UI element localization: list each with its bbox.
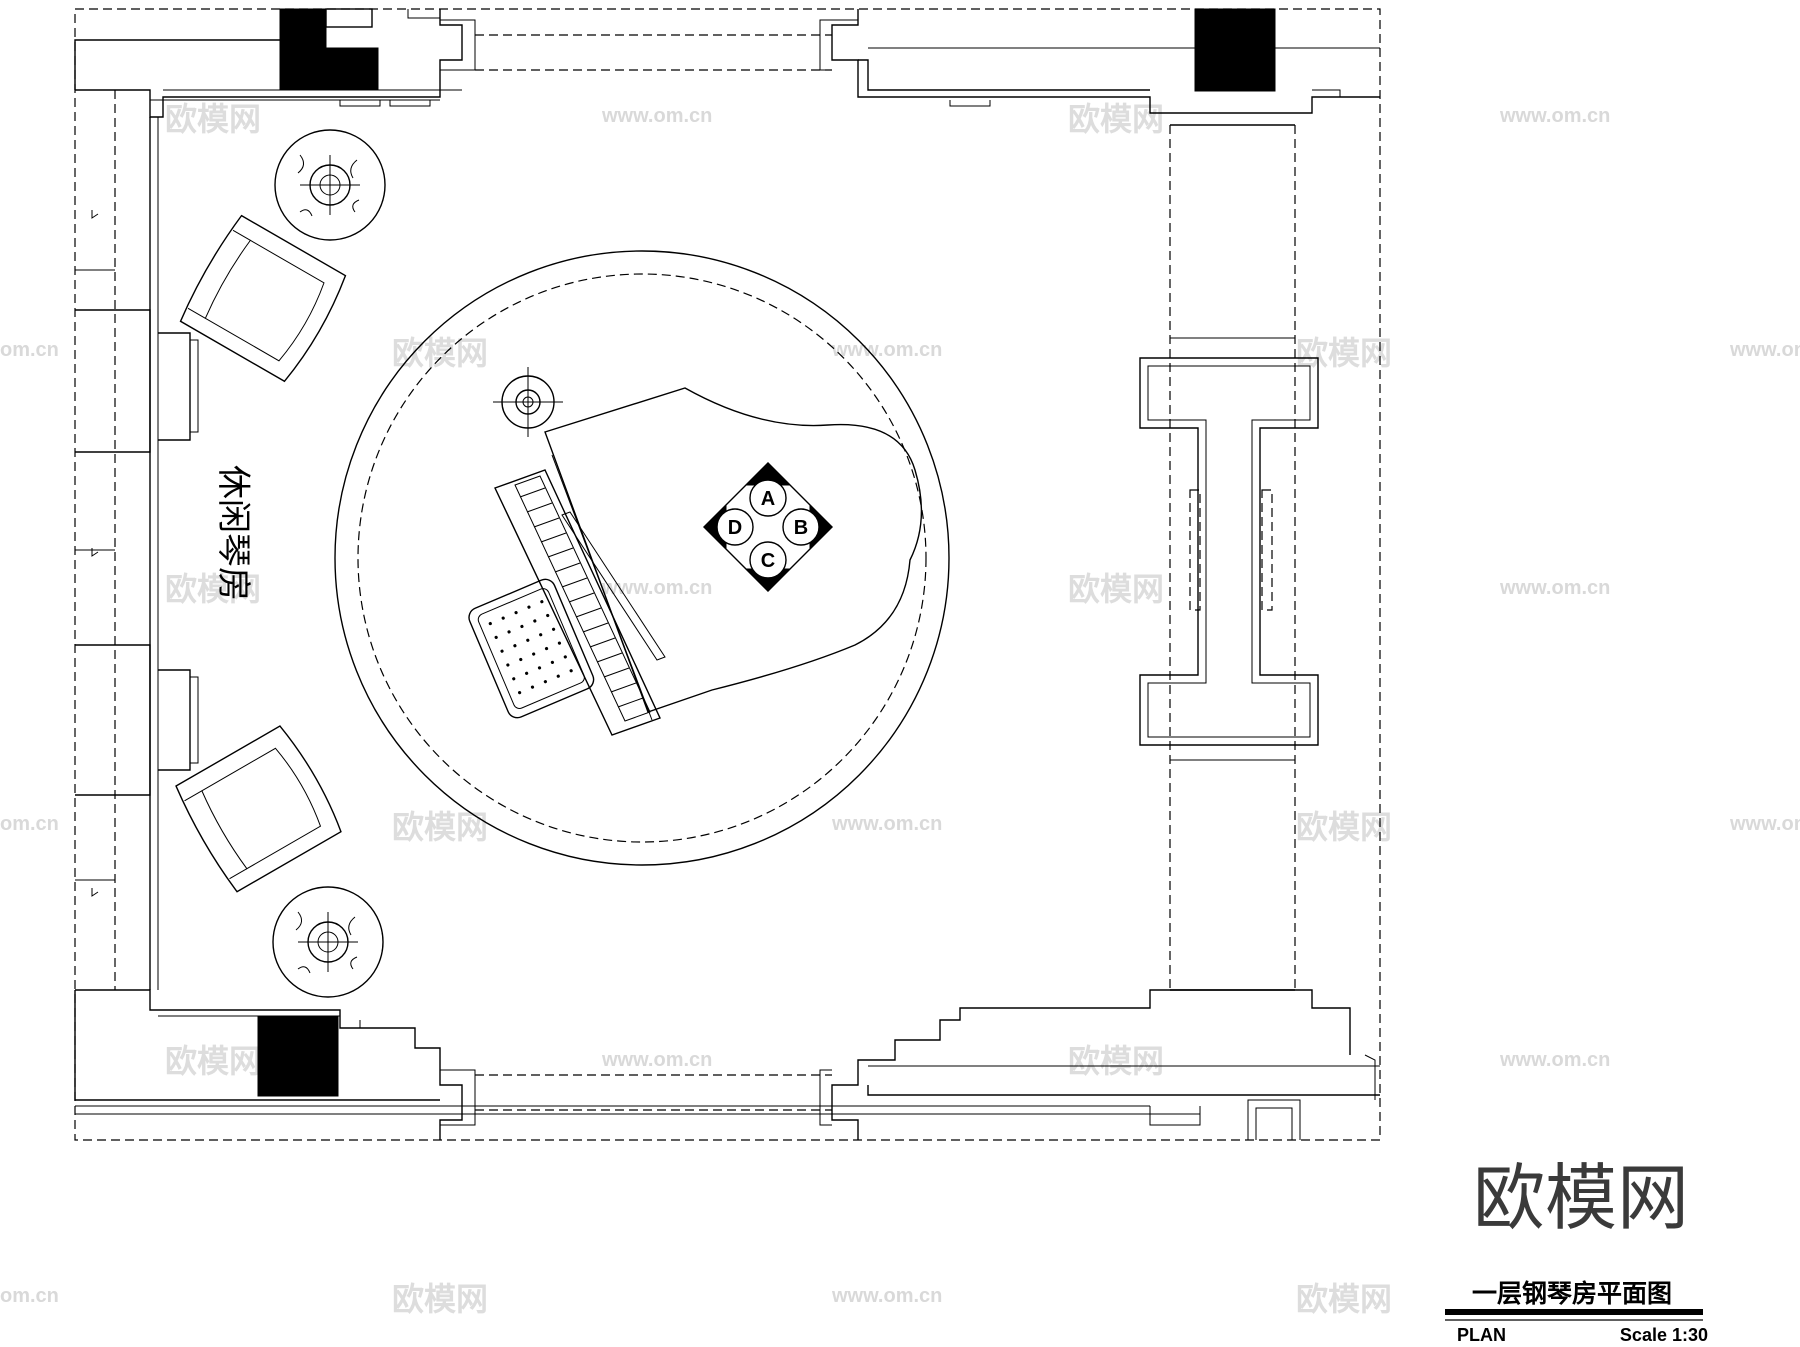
watermark-url: om.cn	[0, 813, 59, 835]
piano-bench	[468, 578, 595, 719]
section-bubble-b: B	[794, 517, 808, 539]
watermark-logo: 欧模网	[165, 570, 261, 608]
left-wall	[75, 90, 199, 990]
watermark-url: www.om.cn	[601, 577, 712, 599]
watermark-url: www.om.cn	[1729, 813, 1800, 835]
section-bubble-c: C	[761, 550, 775, 572]
drawing-plan-label: PLAN	[1457, 1325, 1506, 1345]
watermark-url: www.om.cn	[831, 339, 942, 361]
watermark-logo: 欧模网	[392, 334, 488, 372]
column-top-left	[279, 8, 379, 91]
watermark-logo: 欧模网	[392, 808, 488, 846]
watermark-logo: 欧模网	[165, 1042, 261, 1080]
grand-piano	[494, 387, 923, 736]
watermark-url: www.om.cn	[1499, 105, 1610, 127]
watermark-logo: 欧模网	[1296, 334, 1392, 372]
armchair-bottom	[175, 725, 342, 893]
section-bubble-d: D	[728, 517, 742, 539]
floor-lamp	[493, 367, 563, 437]
watermark-url: www.om.cn	[1499, 1049, 1610, 1071]
watermark-logo: 欧模网	[1068, 1042, 1164, 1080]
watermark-url: om.cn	[0, 1285, 59, 1307]
top-wall	[74, 8, 1380, 118]
brand-logo: 欧模网	[1473, 1156, 1689, 1240]
armchair-top	[179, 214, 347, 383]
watermark-url: www.om.cn	[601, 1049, 712, 1071]
side-table-top	[274, 129, 386, 241]
watermark-logo: 欧模网	[165, 100, 261, 138]
watermark-logo: 欧模网	[1068, 570, 1164, 608]
section-index-marker: A B C D	[703, 462, 833, 592]
drawing-scale: Scale 1:30	[1620, 1325, 1708, 1345]
drawing-title: 一层钢琴房平面图	[1472, 1279, 1672, 1308]
watermark-url: om.cn	[0, 339, 59, 361]
watermark-url: www.om.cn	[831, 813, 942, 835]
watermark-logo: 欧模网	[1296, 1280, 1392, 1318]
watermark-url: www.om.cn	[1729, 339, 1800, 361]
outer-boundary-dashed	[74, 8, 1381, 1141]
watermark-logo: 欧模网	[392, 1280, 488, 1318]
watermark-layer: www.om.cn www.om.cn www.om.cn www.om.cn …	[0, 100, 1800, 1318]
watermark-url: www.om.cn	[831, 1285, 942, 1307]
title-block: 一层钢琴房平面图 PLAN Scale 1:30	[1445, 1279, 1708, 1345]
piano-keyboard	[494, 469, 661, 736]
room-label: 休闲琴房	[213, 465, 253, 601]
round-rug	[334, 250, 950, 866]
column-top-right	[1194, 8, 1276, 92]
right-partition	[1139, 124, 1319, 991]
column-bottom-left	[257, 1015, 339, 1097]
watermark-url: www.om.cn	[1499, 577, 1610, 599]
watermark-logo: 欧模网	[1068, 100, 1164, 138]
side-table-bottom	[272, 886, 384, 998]
round-rug-inner-border	[357, 273, 927, 843]
section-bubble-a: A	[761, 488, 775, 510]
bottom-wall	[74, 989, 1380, 1140]
watermark-url: www.om.cn	[601, 105, 712, 127]
pier-i-shape	[1139, 357, 1319, 746]
watermark-logo: 欧模网	[1296, 808, 1392, 846]
